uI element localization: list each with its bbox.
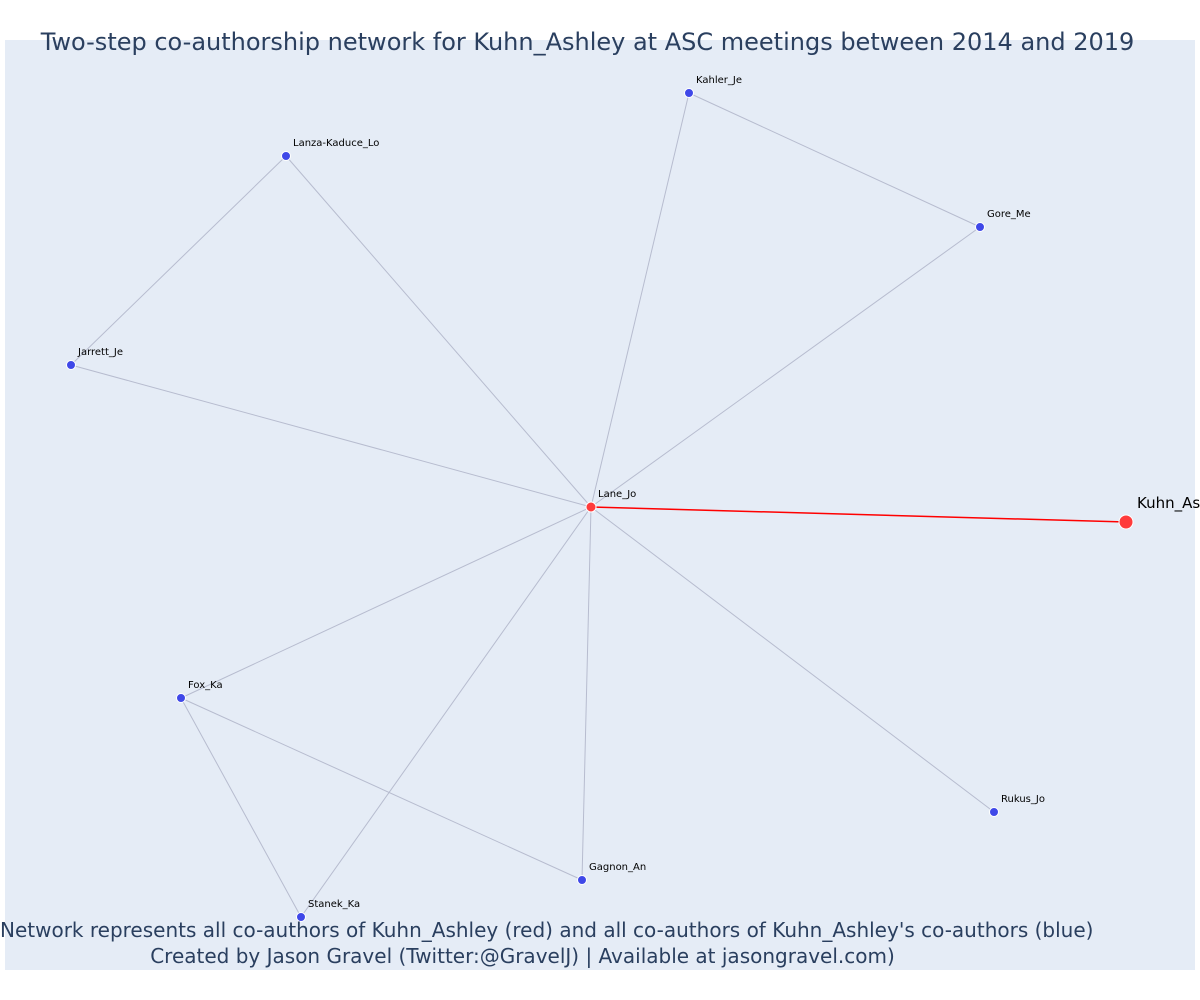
node-Rukus_Jo[interactable] <box>989 807 999 817</box>
footer-description: Network represents all co-authors of Kuh… <box>0 918 1094 942</box>
node-label-Rukus_Jo: Rukus_Jo <box>1001 794 1045 805</box>
edge-Lane_Jo-Kuhn_Ashley <box>590 506 1127 523</box>
node-Kuhn_Ashley[interactable] <box>1118 514 1134 530</box>
edge-Fox_Ka-Gagnon_An <box>180 697 583 881</box>
edge-Lane_Jo-Kahler_Je <box>590 92 690 508</box>
node-label-Jarrett_Je: Jarrett_Je <box>77 347 123 358</box>
node-label-Gagnon_An: Gagnon_An <box>589 862 646 873</box>
node-label-Gore_Me: Gore_Me <box>987 209 1031 220</box>
node-Kahler_Je[interactable] <box>684 88 694 98</box>
node-Gore_Me[interactable] <box>975 222 985 232</box>
edge-Fox_Ka-Stanek_Ka <box>180 697 302 918</box>
node-label-Fox_Ka: Fox_Ka <box>188 680 223 691</box>
edge-Lane_Jo-Fox_Ka <box>180 506 592 699</box>
footer-credit: Created by Jason Gravel (Twitter:@Gravel… <box>150 944 895 968</box>
edge-Lane_Jo-Jarrett_Je <box>70 364 592 508</box>
edges-layer <box>70 92 1127 918</box>
node-label-Kuhn_Ashley: Kuhn_As <box>1137 494 1200 513</box>
nodes-layer <box>66 88 1134 922</box>
edge-Lane_Jo-Rukus_Jo <box>590 506 995 813</box>
node-Fox_Ka[interactable] <box>176 693 186 703</box>
edge-Kahler_Je-Gore_Me <box>688 92 981 228</box>
edge-Lane_Jo-Stanek_Ka <box>300 506 592 918</box>
node-label-Lanza-Kaduce_Lo: Lanza-Kaduce_Lo <box>293 138 379 149</box>
node-Stanek_Ka[interactable] <box>296 912 306 922</box>
node-label-Lane_Jo: Lane_Jo <box>598 489 636 500</box>
node-label-Stanek_Ka: Stanek_Ka <box>308 899 360 910</box>
node-Gagnon_An[interactable] <box>577 875 587 885</box>
edge-Lane_Jo-Lanza-Kaduce_Lo <box>285 155 592 508</box>
node-Jarrett_Je[interactable] <box>66 360 76 370</box>
edge-Lanza-Kaduce_Lo-Jarrett_Je <box>70 155 287 366</box>
edge-Lane_Jo-Gagnon_An <box>581 506 592 881</box>
node-label-Kahler_Je: Kahler_Je <box>696 75 742 86</box>
node-Lane_Jo[interactable] <box>585 501 597 513</box>
edge-Lane_Jo-Gore_Me <box>590 226 981 508</box>
chart-title: Two-step co-authorship network for Kuhn_… <box>40 28 1135 56</box>
node-Lanza-Kaduce_Lo[interactable] <box>281 151 291 161</box>
